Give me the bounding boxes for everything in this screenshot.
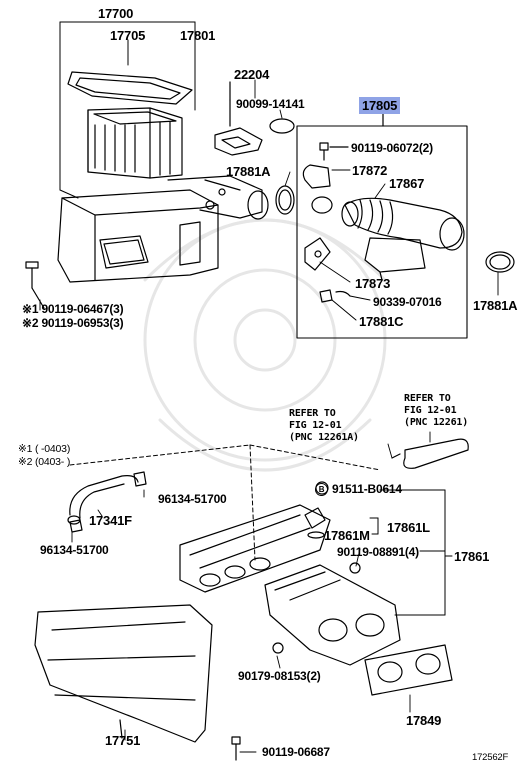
label-91511-B0614: B 91511-B0614 (315, 482, 402, 497)
resonator-17873 (364, 237, 426, 281)
label-22204: 22204 (234, 67, 270, 82)
label-17801: 17801 (180, 28, 216, 43)
hose-clip-96134-51700-b (69, 519, 83, 533)
refer-to-a-line2: FIG 12-01 (289, 420, 342, 431)
label-17881A-left: 17881A (226, 164, 271, 179)
refer-to-b-line1: REFER TO (404, 393, 451, 404)
legend-note-1: ※1 ( -0403) (18, 443, 71, 455)
label-17700: 17700 (98, 6, 134, 21)
label-96134-51700-a: 96134-51700 (158, 492, 227, 506)
group-17861-bracket (369, 489, 453, 616)
bolt-90119-06687 (231, 736, 241, 761)
label-90119-06467: ※1 90119-06467(3) (22, 302, 124, 316)
refer-to-a-line1: REFER TO (289, 408, 336, 419)
label-91511-B0614-text: 91511-B0614 (332, 482, 402, 496)
label-90119-08891: 90119-08891(4) (337, 545, 419, 559)
label-17861: 17861 (454, 549, 490, 564)
intake-manifold-17861 (264, 562, 401, 666)
intake-manifold-upper (179, 504, 331, 593)
air-filter-element (87, 107, 183, 179)
watermark-emblem (143, 218, 387, 472)
dashed-group-lines (69, 444, 381, 561)
label-17881C: 17881C (359, 314, 404, 329)
air-cleaner-case (57, 175, 269, 283)
label-90179-08153: 90179-08153(2) (238, 669, 321, 683)
bolt-90119-06467 (25, 261, 45, 309)
label-17872: 17872 (352, 163, 388, 178)
bolt-90119-06072 (319, 142, 349, 161)
vacuum-hose-17341F (67, 475, 139, 525)
filter-cover-plate (67, 71, 193, 105)
bracket-inside-box (304, 237, 331, 271)
label-17873: 17873 (355, 276, 391, 291)
leader-lines (39, 79, 499, 753)
label-17705: 17705 (110, 28, 146, 43)
b-marker-icon: B (315, 483, 328, 497)
hose-clamp-17881A-right (485, 251, 515, 273)
refer-to-a-line3: (PNC 12261A) (289, 432, 359, 443)
intake-hose-17867 (341, 197, 465, 251)
label-17751: 17751 (105, 733, 141, 748)
diagram-id: 172562F (472, 752, 509, 763)
label-90339-07016: 90339-07016 (373, 295, 442, 309)
label-90119-06072: 90119-06072(2) (351, 141, 433, 155)
label-17867: 17867 (389, 176, 425, 191)
hose-clamp-17881A-left (275, 185, 295, 215)
group-17805-box (296, 113, 468, 339)
hose-clip-96134-51700-a (133, 471, 147, 487)
refer-to-b-line3: (PNC 12261) (404, 417, 469, 428)
air-cleaner-callouts (59, 21, 196, 199)
label-96134-51700-b: 96134-51700 (40, 543, 109, 557)
label-17861M: 17861M (324, 528, 370, 543)
label-17861L: 17861L (387, 520, 430, 535)
clip-17881C (319, 289, 351, 303)
inlet-hose-12261 (391, 438, 469, 469)
legend-note-2: ※2 (0403- ) (18, 456, 71, 468)
gasket-17849 (364, 644, 453, 696)
label-17341F: 17341F (89, 513, 132, 528)
label-17849: 17849 (406, 713, 442, 728)
label-90099-14141: 90099-14141 (236, 97, 305, 111)
label-17805: 17805 (359, 97, 401, 114)
gasket-17861M (307, 531, 325, 539)
union-17861L (304, 507, 326, 529)
label-17881A-right: 17881A (473, 298, 518, 313)
air-flow-meter (214, 81, 295, 156)
refer-to-b-line2: FIG 12-01 (404, 405, 457, 416)
label-90119-06687: 90119-06687 (262, 745, 330, 759)
label-90119-06953: ※2 90119-06953(3) (22, 316, 124, 330)
clamp-17872 (302, 164, 333, 214)
engine-cover-17751 (34, 604, 213, 743)
